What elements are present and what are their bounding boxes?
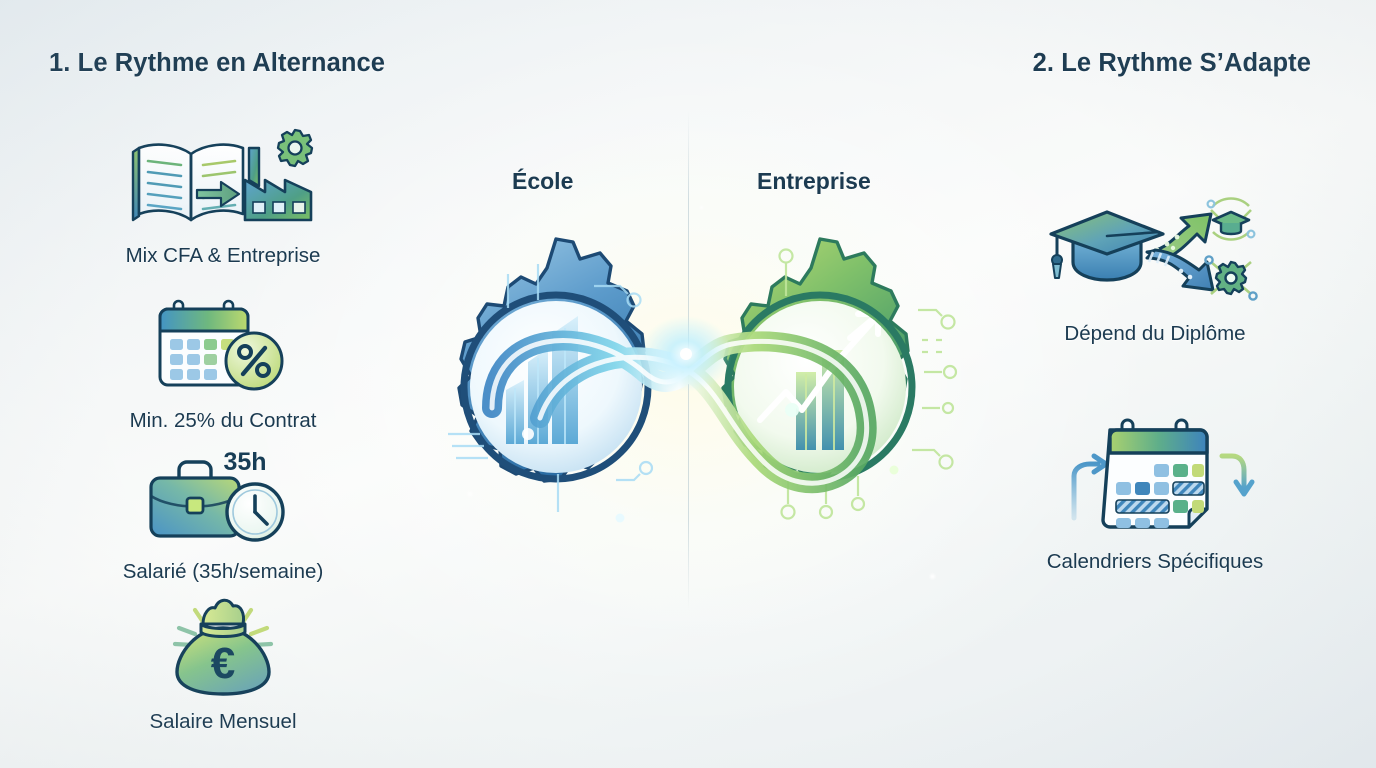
feature-calendriers-specifiques: Calendriers Spécifiques bbox=[990, 418, 1320, 574]
feature-label: Mix CFA & Entreprise bbox=[125, 244, 321, 267]
circuit-decoration bbox=[448, 264, 654, 512]
feature-mix-cfa-entreprise: Mix CFA & Entreprise bbox=[58, 112, 388, 268]
calendar-percent-icon bbox=[158, 299, 284, 391]
sparkle-decoration bbox=[700, 206, 703, 209]
right-column-title: 2. Le Rythme S’Adapte bbox=[1032, 49, 1311, 77]
feature-label: Dépend du Diplôme bbox=[1064, 322, 1246, 345]
gear-label-ecole: École bbox=[512, 168, 574, 194]
feature-depend-du-diplome: Dépend du Diplôme bbox=[990, 190, 1320, 346]
infinity-ribbon-icon bbox=[482, 316, 877, 494]
gear-label-entreprise: Entreprise bbox=[757, 168, 871, 194]
sparkle-decoration bbox=[930, 574, 935, 579]
money-bag-euro-icon: € bbox=[172, 598, 274, 696]
feature-salarie-35h: 35h Salarié (35h/semaine) bbox=[58, 428, 388, 584]
feature-salaire-mensuel: € Salaire Mensuel bbox=[58, 578, 388, 734]
feature-min-25-contrat: Min. 25% du Contrat bbox=[58, 277, 388, 433]
feature-label: Salarié (35h/semaine) bbox=[122, 560, 324, 583]
euro-symbol: € bbox=[211, 639, 235, 688]
central-gears-illustration bbox=[388, 212, 988, 562]
gear-bar-chart-icon bbox=[448, 237, 654, 523]
calendar-cycle-icon bbox=[1071, 418, 1255, 529]
graduation-cap-arrows-icon bbox=[1049, 197, 1258, 301]
briefcase-clock-icon: 35h bbox=[149, 448, 285, 542]
hours-badge: 35h bbox=[223, 448, 266, 476]
feature-label: Salaire Mensuel bbox=[149, 710, 297, 733]
feature-label: Min. 25% du Contrat bbox=[129, 409, 317, 432]
left-column-title: 1. Le Rythme en Alternance bbox=[49, 49, 386, 77]
book-factory-icon bbox=[131, 128, 314, 222]
feature-label: Calendriers Spécifiques bbox=[1046, 550, 1264, 573]
sparkle-decoration bbox=[468, 492, 472, 496]
gears-svg bbox=[448, 237, 958, 523]
circuit-decoration bbox=[778, 248, 958, 520]
